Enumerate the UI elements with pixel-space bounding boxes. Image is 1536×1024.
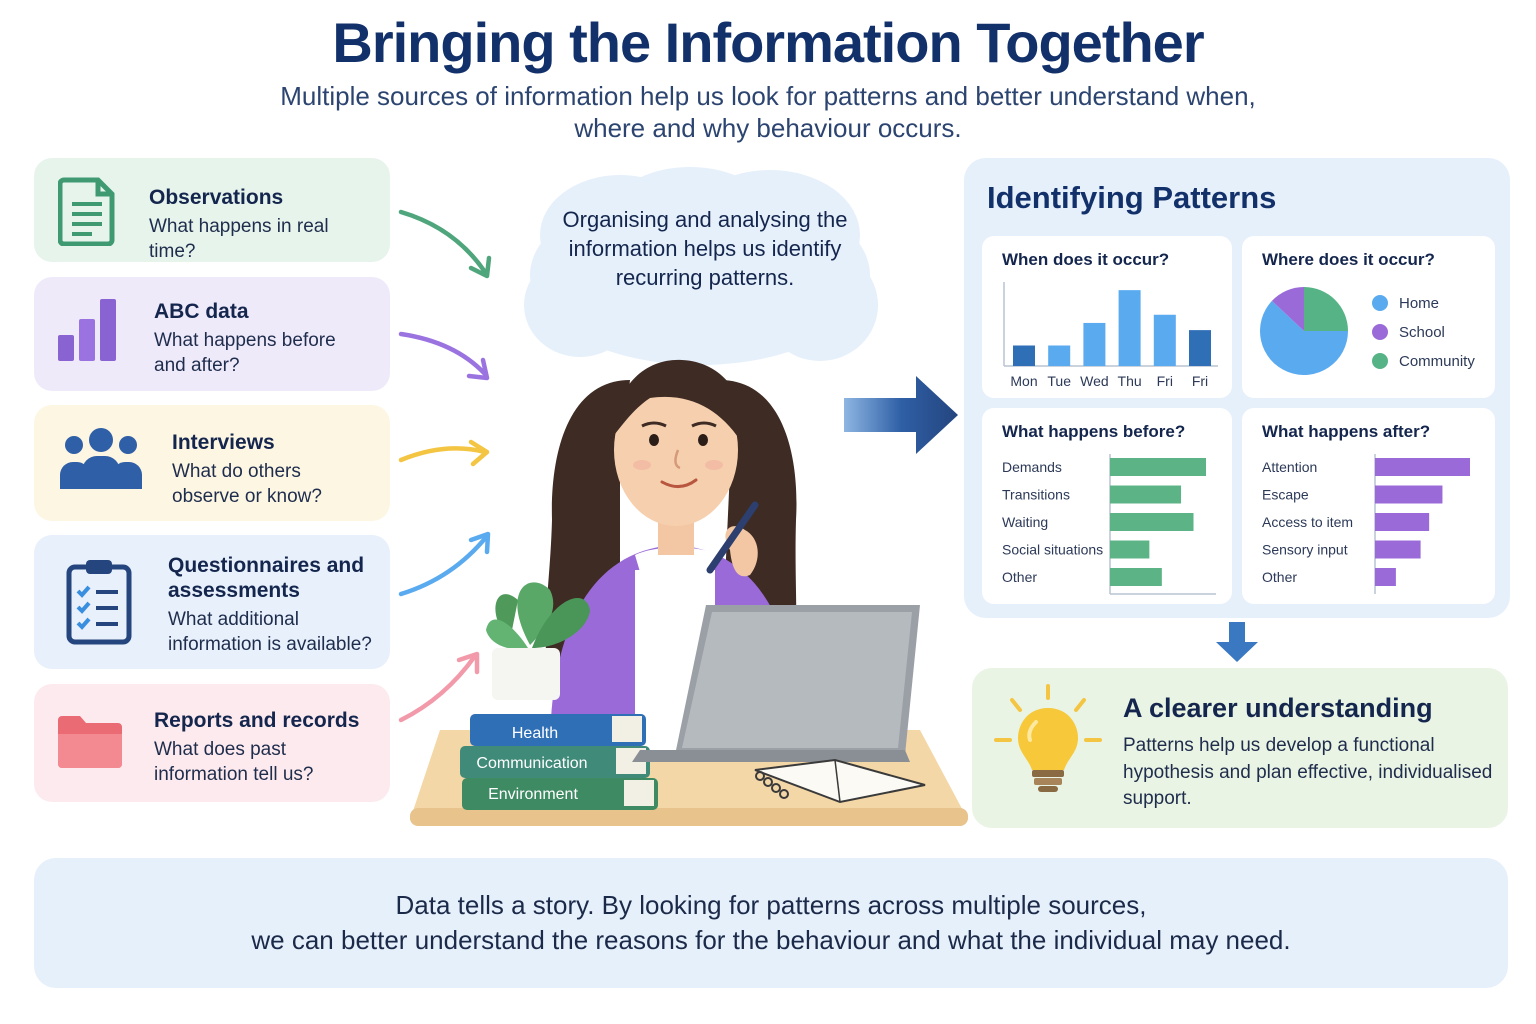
people-icon xyxy=(60,428,142,489)
down-arrow-icon xyxy=(1216,622,1258,662)
source-title: Reports and records xyxy=(154,709,360,732)
legend-label: Home xyxy=(1399,295,1439,312)
category-label: Escape xyxy=(1262,487,1309,503)
category-label: Demands xyxy=(1002,459,1062,475)
source-card-interviews: Interviews What do others observe or kno… xyxy=(34,405,390,521)
bar xyxy=(1110,458,1206,476)
tick-label: Tue xyxy=(1047,373,1071,389)
pie-slice xyxy=(1271,287,1304,331)
bar xyxy=(1110,540,1150,559)
curved-arrows xyxy=(398,209,492,723)
pie-slice xyxy=(1260,300,1348,375)
person-at-desk-illustration xyxy=(410,359,968,826)
category-label: Transitions xyxy=(1002,487,1070,503)
category-label: Other xyxy=(1002,569,1037,585)
folder-icon xyxy=(58,716,122,768)
category-label: Attention xyxy=(1262,459,1317,475)
footer-text: Data tells a story. By looking for patte… xyxy=(34,888,1508,958)
clipboard-checklist-icon xyxy=(66,560,132,645)
arrow-icon xyxy=(398,331,488,377)
page-subtitle: Multiple sources of information help us … xyxy=(280,81,1256,143)
bar-chart-icon xyxy=(58,299,116,361)
thought-cloud xyxy=(524,167,878,365)
source-description: What happens in real time? xyxy=(149,216,329,262)
source-description: What does past information tell us? xyxy=(154,739,314,785)
bar xyxy=(1083,322,1106,366)
category-label: Sensory input xyxy=(1262,542,1348,558)
source-title: Interviews xyxy=(172,431,275,454)
tick-label: Thu xyxy=(1118,373,1142,389)
source-card-abc-data: ABC data What happens before and after? xyxy=(34,277,390,391)
arrow-icon xyxy=(398,533,490,597)
category-label: Social situations xyxy=(1002,542,1103,558)
bar xyxy=(1153,314,1176,366)
bar xyxy=(1375,485,1443,504)
source-card-questionnaires: Questionnaires and assessments What addi… xyxy=(34,535,390,669)
book-communication-label: Communication xyxy=(476,755,588,772)
tick-label: Wed xyxy=(1080,373,1109,389)
bar xyxy=(1375,458,1470,476)
bar xyxy=(1048,345,1071,366)
source-description: What do others observe or know? xyxy=(172,461,322,507)
footer-line-1: Data tells a story. By looking for patte… xyxy=(395,890,1147,920)
legend-label: Community xyxy=(1399,353,1475,370)
legend-swatch xyxy=(1372,353,1388,369)
bar xyxy=(1375,513,1430,531)
conclusion-title: A clearer understanding xyxy=(1123,693,1433,723)
source-card-observations: Observations What happens in real time? xyxy=(34,158,390,262)
bar xyxy=(1110,513,1194,531)
tick-label: Fri xyxy=(1157,373,1173,389)
source-title: ABC data xyxy=(154,300,249,323)
patterns-title: Identifying Patterns xyxy=(987,180,1277,215)
lightbulb-icon xyxy=(994,684,1102,792)
source-card-reports: Reports and records What does past infor… xyxy=(34,684,390,802)
when-bar-chart: Mon Tue Wed Thu Fri Fri xyxy=(1003,282,1218,389)
source-description: What additional information is available… xyxy=(168,609,372,655)
category-label: Waiting xyxy=(1002,514,1048,530)
right-arrow-icon xyxy=(844,376,958,454)
bar xyxy=(1118,290,1141,366)
bar xyxy=(1189,330,1211,366)
arrow-icon xyxy=(398,209,488,275)
tick-label: Mon xyxy=(1010,373,1037,389)
bar xyxy=(1013,345,1035,366)
legend-label: School xyxy=(1399,324,1445,341)
source-title: Observations xyxy=(149,186,284,209)
bar xyxy=(1110,485,1182,504)
source-title: Questionnaires and assessments xyxy=(168,554,365,602)
bar xyxy=(1375,568,1396,586)
footer-banner xyxy=(34,858,1508,988)
source-description: What happens before and after? xyxy=(154,330,336,376)
before-title: What happens before? xyxy=(1002,422,1186,441)
book-environment-label: Environment xyxy=(488,786,578,803)
document-icon xyxy=(58,177,115,246)
legend-swatch xyxy=(1372,295,1388,311)
after-title: What happens after? xyxy=(1262,422,1431,441)
tick-label: Fri xyxy=(1192,373,1208,389)
when-card: When does it occur? Mon Tue Wed Thu Fri Fri xyxy=(982,236,1232,398)
book-health-label: Health xyxy=(511,725,559,742)
arrow-icon xyxy=(398,446,488,463)
where-title: Where does it occur? xyxy=(1262,250,1435,269)
bar xyxy=(1110,568,1162,586)
conclusion-description: Patterns help us develop a functional hy… xyxy=(1123,735,1493,809)
bar xyxy=(1375,540,1421,559)
category-label: Other xyxy=(1262,569,1297,585)
pie-slice xyxy=(1304,287,1348,331)
legend-swatch xyxy=(1372,324,1388,340)
page-title: Bringing the Information Together xyxy=(332,11,1204,74)
footer-line-2: we can better understand the reasons for… xyxy=(251,925,1291,955)
cloud-text: Organising and analysing the information… xyxy=(562,207,848,290)
arrow-icon xyxy=(398,653,478,723)
category-label: Access to item xyxy=(1262,514,1353,530)
when-title: When does it occur? xyxy=(1002,250,1170,269)
